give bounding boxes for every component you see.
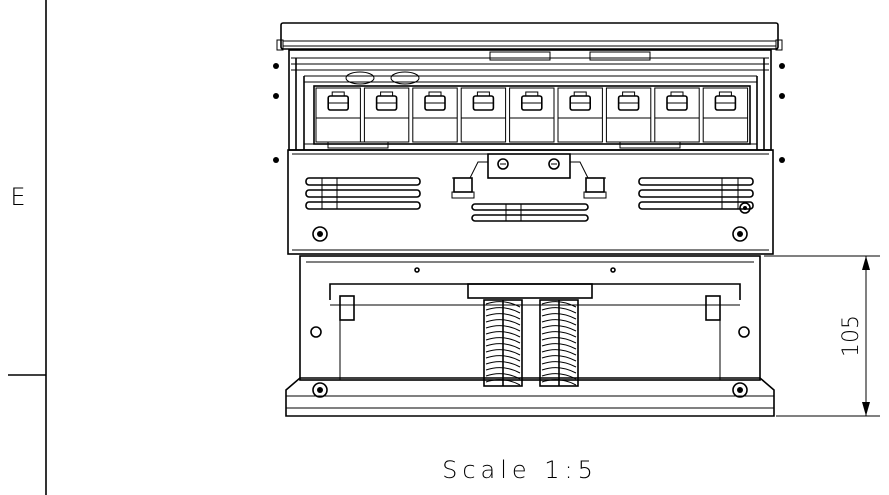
scale-label: Scale 1:5: [442, 456, 598, 484]
base-plate: [285, 377, 775, 417]
terminal: [654, 87, 700, 143]
terminal: [460, 87, 507, 143]
front-panel: [287, 149, 774, 255]
terminal: [509, 87, 555, 143]
drawing-frame: [8, 0, 47, 495]
screw-icon: [732, 226, 748, 242]
dimension-105: 105: [764, 255, 880, 417]
internal-components: [273, 49, 785, 163]
terminal-block: [313, 85, 751, 145]
terminal: [363, 87, 410, 143]
screw-icon: [732, 382, 748, 398]
screw-icon: [739, 202, 751, 214]
screw-icon: [310, 326, 322, 338]
top-cover: [276, 22, 783, 51]
screw-icon: [312, 226, 328, 242]
fan-icon: [539, 299, 579, 387]
dimension-label: 105: [839, 315, 864, 357]
center-bracket: [451, 153, 607, 199]
terminal: [557, 87, 603, 143]
zone-letter: E: [10, 183, 25, 211]
terminal: [605, 87, 652, 143]
screw-icon: [738, 326, 750, 338]
right-vents: [638, 177, 754, 210]
left-vents: [305, 177, 421, 210]
terminal: [412, 87, 458, 143]
terminal: [702, 87, 749, 143]
center-vents: [471, 203, 589, 222]
fan-icon: [483, 299, 523, 387]
screw-icon: [312, 382, 328, 398]
cooling-fans: [483, 299, 579, 387]
terminal: [315, 87, 361, 143]
fan-housing: [299, 255, 761, 387]
